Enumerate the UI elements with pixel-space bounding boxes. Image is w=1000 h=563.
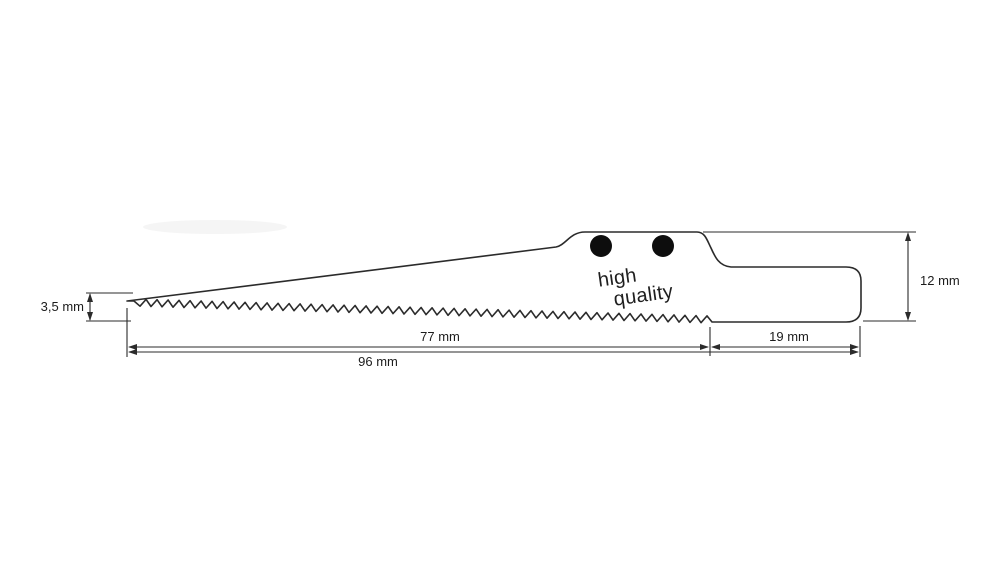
blade-outline: [126, 231, 862, 324]
watermark-smudge: [143, 220, 287, 234]
dim-label-shank-length: 19 mm: [769, 329, 809, 344]
dimension-lines: [86, 231, 916, 357]
arrow-tip-height-bottom: [87, 312, 93, 321]
dimension-arrowheads: [87, 232, 911, 355]
arrow-total-right: [850, 349, 859, 355]
arrow-shank-right: [850, 344, 859, 350]
arrow-toothed-left: [128, 344, 137, 350]
dim-label-shank-height: 12 mm: [920, 273, 960, 288]
arrow-height-top: [905, 232, 911, 241]
mounting-hole-left: [590, 235, 612, 257]
mounting-hole-right: [652, 235, 674, 257]
arrow-height-bottom: [905, 312, 911, 321]
arrow-total-left: [128, 349, 137, 355]
arrow-shank-left: [711, 344, 720, 350]
dim-label-tip-height: 3,5 mm: [41, 299, 84, 314]
dim-label-toothed-length: 77 mm: [420, 329, 460, 344]
brand-line1: high: [596, 264, 638, 291]
dim-label-total-length: 96 mm: [358, 354, 398, 369]
arrow-toothed-right: [700, 344, 709, 350]
blade-brand-text: high quality: [596, 264, 674, 310]
arrow-tip-height-top: [87, 293, 93, 302]
